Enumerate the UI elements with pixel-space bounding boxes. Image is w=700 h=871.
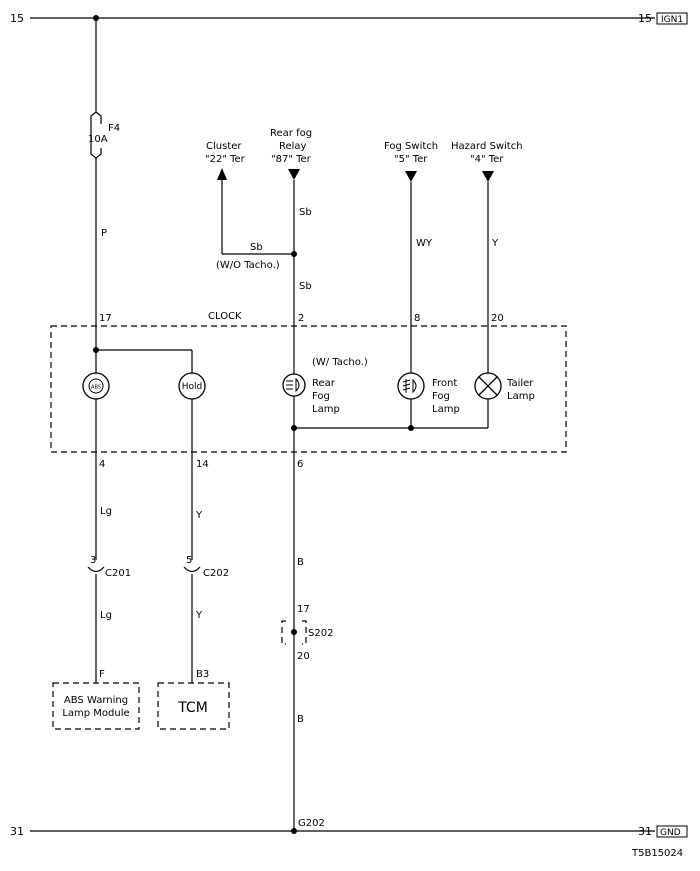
rear-fog-relay-label-2: Relay <box>279 141 307 152</box>
rail-top-right-label: 15 <box>638 12 652 25</box>
abs-module-pin: F <box>99 669 105 680</box>
wire-label-sb-lower: Sb <box>299 281 312 292</box>
clock-pin-17: 17 <box>99 313 112 324</box>
fog-switch-label-1: Fog Switch <box>384 141 438 152</box>
tcm-pin: B3 <box>196 669 209 680</box>
rear-fog-relay-arrow <box>288 169 300 180</box>
rear-fog-lamp-icon <box>286 377 300 393</box>
clock-pin-2: 2 <box>298 313 304 324</box>
gnd-tag: GND <box>660 828 681 838</box>
rail-bottom-left-label: 31 <box>10 825 24 838</box>
abs-icon <box>88 378 104 394</box>
tailer-lamp-label-2: Lamp <box>507 391 535 402</box>
tailer-lamp-label-1: Tailer <box>506 378 534 389</box>
wire-label-sb-branch: Sb <box>250 242 263 253</box>
hold-lamp-label: Hold <box>182 382 203 392</box>
connector-c202 <box>183 566 201 573</box>
splice-s202 <box>281 620 307 645</box>
figure-id: T5B15024 <box>631 848 683 859</box>
gnd-tag-box <box>656 825 688 838</box>
hazard-switch-label-2: "4" Ter <box>470 154 504 165</box>
fuse-f4-right <box>95 111 102 159</box>
wire-label-lg-lower: Lg <box>100 610 112 621</box>
c202-name: C202 <box>203 568 229 579</box>
s202-name: S202 <box>308 628 333 639</box>
c202-pin: 5 <box>186 555 192 566</box>
wire-label-y-hazard: Y <box>491 238 499 249</box>
tailer-lamp-icon <box>478 376 498 396</box>
note-w-tacho: (W/ Tacho.) <box>312 357 368 368</box>
front-fog-lamp <box>397 372 425 400</box>
fog-switch-arrow <box>405 171 417 182</box>
wire-label-wy: WY <box>416 238 433 249</box>
connector-c201 <box>87 566 105 573</box>
clock-pin-14: 14 <box>196 459 209 470</box>
wire-label-b-lower: B <box>297 714 304 725</box>
ign1-tag: IGN1 <box>661 15 683 25</box>
wire-label-y-lower: Y <box>195 610 203 621</box>
rear-fog-lamp-label-1: Rear <box>312 378 336 389</box>
front-fog-lamp-label-1: Front <box>432 378 457 389</box>
fuse-rating: 10A <box>88 134 108 145</box>
fuse-name: F4 <box>108 123 120 134</box>
abs-module-label-2: Lamp Module <box>62 708 129 719</box>
front-fog-lamp-icon <box>402 378 417 394</box>
abs-module-label-1: ABS Warning <box>64 695 128 706</box>
clock-pin-4: 4 <box>99 459 105 470</box>
wire-label-sb-upper: Sb <box>299 207 312 218</box>
rail-bottom-right-label: 31 <box>638 825 652 838</box>
rear-fog-relay-label-1: Rear fog <box>270 128 312 139</box>
note-wo-tacho: (W/O Tacho.) <box>216 260 280 271</box>
wire-label-lg-upper: Lg <box>100 506 112 517</box>
clock-pin-6: 6 <box>297 459 303 470</box>
wire-label-b-upper: B <box>297 557 304 568</box>
clock-pin-20: 20 <box>491 313 504 324</box>
ground-junction <box>291 828 297 834</box>
ground-name: G202 <box>298 818 325 829</box>
lamp-bus-junction-front <box>408 425 414 431</box>
abs-warning-lamp-module <box>52 682 140 730</box>
clock-title: CLOCK <box>208 311 242 322</box>
front-fog-lamp-label-2: Fog <box>432 391 450 402</box>
cluster-label-1: Cluster <box>206 141 242 152</box>
c201-pin: 3 <box>90 555 96 566</box>
abs-icon-text: ABS <box>91 385 101 391</box>
s202-pin-bottom: 20 <box>297 651 310 662</box>
fuse-f4 <box>90 111 97 159</box>
rear-fog-relay-label-3: "87" Ter <box>271 154 312 165</box>
hazard-switch-label-1: Hazard Switch <box>451 141 523 152</box>
c201-name: C201 <box>105 568 131 579</box>
wire-label-p: P <box>101 228 107 239</box>
s202-pin-top: 17 <box>297 604 310 615</box>
front-fog-lamp-label-3: Lamp <box>432 404 460 415</box>
ign1-tag-box <box>656 12 688 25</box>
clock-pin-8: 8 <box>414 313 420 324</box>
fog-switch-label-2: "5" Ter <box>394 154 428 165</box>
rear-fog-lamp-label-2: Fog <box>312 391 330 402</box>
cluster-arrow <box>217 168 227 180</box>
cluster-label-2: "22" Ter <box>205 154 246 165</box>
tcm-module <box>157 682 230 730</box>
tcm-label: TCM <box>177 700 208 716</box>
rear-fog-lamp-label-3: Lamp <box>312 404 340 415</box>
rail-top-left-label: 15 <box>10 12 24 25</box>
wire-label-y-upper: Y <box>195 510 203 521</box>
hazard-switch-arrow <box>482 171 494 182</box>
